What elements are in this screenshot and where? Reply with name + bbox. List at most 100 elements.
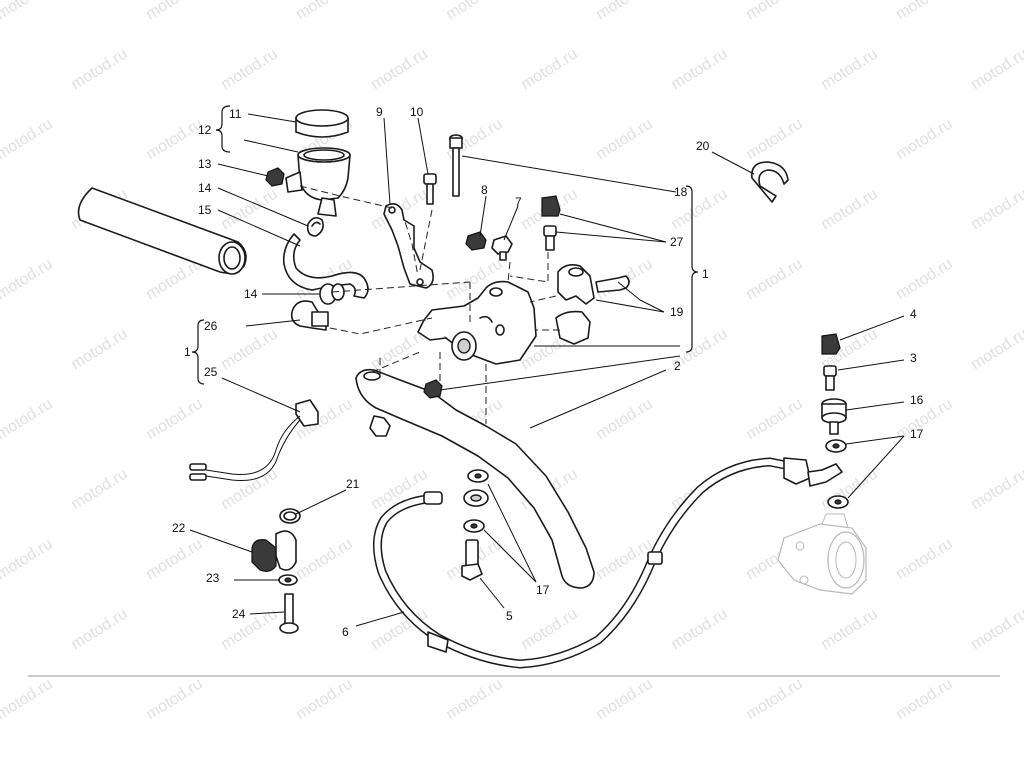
watermark-text: motod.ru [0,676,56,724]
callout-23: 23 [206,571,220,585]
bleed-valve [543,225,557,251]
handlebar-clamp [555,264,595,345]
callout-14-lower: 14 [244,287,258,301]
watermark-text: motod.ru [218,326,281,374]
callout-22: 22 [172,521,186,535]
bolt-short [423,173,437,205]
callout-20: 20 [696,139,710,153]
callout-18: 18 [674,185,688,199]
watermark-text: motod.ru [968,466,1024,514]
callout-6: 6 [342,625,349,639]
callout-17-right: 17 [910,427,924,441]
callout-26: 26 [204,319,218,333]
watermark-text: motod.ru [593,0,656,23]
watermark-text: motod.ru [893,536,956,584]
banjo-bolt [461,539,483,581]
banjo-washer-lower [463,519,485,533]
o-ring [279,508,301,524]
lever-pivot-nut [423,379,443,399]
watermark-text: motod.ru [743,676,806,724]
slave-bleed-valve [823,365,837,391]
mounting-bracket [383,202,434,289]
watermark-text: motod.ru [818,186,881,234]
watermark-text: motod.ru [968,606,1024,654]
watermark-text: motod.ru [893,676,956,724]
watermark-text: motod.ru [0,256,56,304]
watermark-text: motod.ru [743,0,806,23]
callout-7: 7 [515,195,522,209]
bleed-valve-cap [541,195,561,217]
watermark-text: motod.ru [968,326,1024,374]
watermark-text: motod.ru [593,676,656,724]
callout-4: 4 [910,307,917,321]
callout-5: 5 [506,609,513,623]
callout-2: 2 [674,359,681,373]
screw [279,593,299,634]
hose-fitting [290,300,329,331]
watermark-text: motod.ru [818,46,881,94]
watermark-text: motod.ru [143,0,206,23]
slave-bleed-cap [821,333,841,355]
watermark-text: motod.ru [293,536,356,584]
watermark-text: motod.ru [218,466,281,514]
watermark-text: motod.ru [893,256,956,304]
watermark-text: motod.ru [743,396,806,444]
union-nut [821,398,847,435]
watermark-text: motod.ru [143,396,206,444]
callout-27: 27 [670,235,684,249]
watermark-text: motod.ru [68,466,131,514]
callout-10: 10 [410,105,424,119]
handlebar-tube [77,187,247,275]
watermark-text: motod.ru [0,396,56,444]
reservoir-hose [282,233,369,299]
rubber-grommet [251,530,297,572]
callout-17-bottom: 17 [536,583,550,597]
slave-cylinder [777,513,867,595]
banjo-fitting [463,489,489,507]
sealing-washer-upper [825,439,847,453]
callout-3: 3 [910,351,917,365]
circlip [751,161,789,203]
callout-1-left: 1 [184,345,191,359]
watermark-text: motod.ru [443,676,506,724]
callout-9: 9 [376,105,383,119]
hose-clamp-upper [306,216,324,237]
assembly-guide-lines [299,185,560,424]
watermark-text: motod.ru [293,676,356,724]
master-cylinder-body [417,280,537,365]
callout-19: 19 [670,305,684,319]
callout-8: 8 [481,183,488,197]
callout-21: 21 [346,477,360,491]
watermark-text: motod.ru [293,0,356,23]
watermark-text: motod.ru [893,116,956,164]
watermark-text: motod.ru [0,0,56,23]
watermark-text: motod.ru [743,256,806,304]
watermark-text: motod.ru [0,536,56,584]
watermark-text: motod.ru [818,606,881,654]
clutch-switch-with-wires [189,399,319,481]
watermark-text: motod.ru [143,116,206,164]
watermark-text: motod.ru [593,116,656,164]
watermark-text: motod.ru [968,46,1024,94]
watermark-text: motod.ru [893,0,956,23]
callout-25: 25 [204,365,218,379]
watermark-text: motod.ru [68,606,131,654]
bushing [465,231,487,251]
callout-13: 13 [198,157,212,171]
callout-16: 16 [910,393,924,407]
watermark-text: motod.ru [0,116,56,164]
watermark-text: motod.ru [368,46,431,94]
washer [278,574,298,586]
watermark-text: motod.ru [218,46,281,94]
callout-12: 12 [198,123,212,137]
callout-11: 11 [229,107,242,121]
callout-15: 15 [198,203,212,217]
clamp-bolt [595,275,630,293]
nut [265,167,285,187]
clutch-lever [355,368,595,589]
sealing-washer-lower [827,495,849,509]
callout-24: 24 [232,607,246,621]
callout-labels: 11 12 13 14 15 14 26 1 25 9 10 8 7 27 18… [172,105,924,639]
watermark-text: motod.ru [668,606,731,654]
